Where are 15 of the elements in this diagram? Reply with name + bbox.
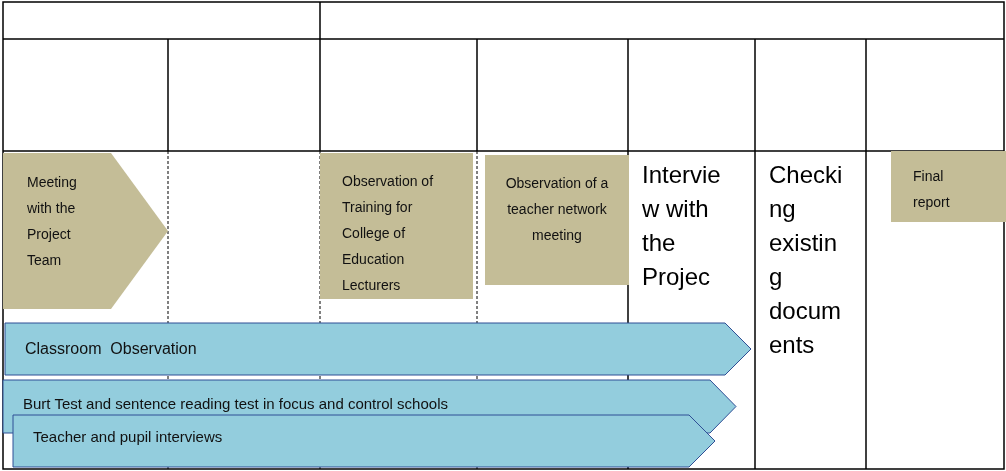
timeline-bar xyxy=(5,323,751,375)
activity-label: Checking existing documents xyxy=(769,160,843,360)
process-chevron xyxy=(3,153,168,309)
task-label: Observation of Training for College of Education Lecturers xyxy=(342,172,435,295)
task-label: Teacher and pupil interviews xyxy=(33,427,224,447)
task-label: Burt Test and sentence reading test in focus and control schools xyxy=(23,394,449,414)
task-label: Final report xyxy=(913,167,951,212)
process-box xyxy=(485,155,629,285)
activity-label: Interview with the Projec xyxy=(642,160,722,292)
task-label: Meeting with the Project Team xyxy=(27,173,78,270)
process-box xyxy=(891,151,1006,222)
task-label: Classroom Observation xyxy=(25,339,198,359)
timeline-bar xyxy=(13,415,715,467)
process-box xyxy=(320,153,473,299)
task-label: Observation of a teacher network meeting xyxy=(504,174,610,245)
